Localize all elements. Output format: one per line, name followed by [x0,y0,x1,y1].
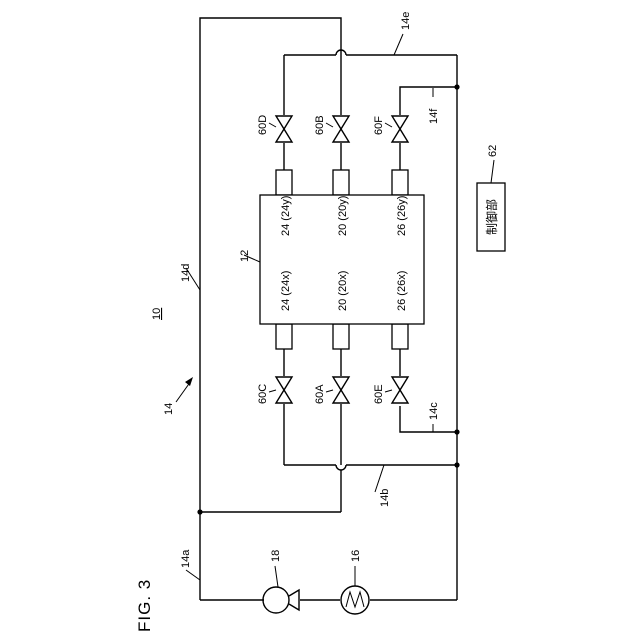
line-14e-label: 14e [400,12,412,30]
line-14d-label: 14d [180,264,192,282]
port-20y-label: 20 (20y) [337,196,349,236]
header-line-14b [284,465,457,470]
line-14a-label: 14a [180,549,192,568]
controller-ref-label: 62 [487,145,499,157]
valve-60A [333,377,349,403]
valve-60C-label: 60C [257,384,269,404]
pump-symbol [263,587,299,613]
port-26y-label: 26 (26y) [396,196,408,236]
valve-60C [276,377,292,403]
circuit-arrow [176,377,193,402]
port-20x-label: 20 (20x) [337,271,349,311]
circuit-label: 14 [163,403,175,415]
valve-60D-label: 60D [257,115,269,135]
figure-title: FIG. 3 [135,579,154,632]
system-label: 10 [151,308,163,320]
valve-60E [392,377,408,403]
heater-symbol [341,586,369,614]
valve-60A-label: 60A [314,384,326,404]
valve-60F [392,116,408,142]
controller-leader [491,160,494,183]
valve-60B [333,116,349,142]
port-26x-label: 26 (26x) [396,271,408,311]
valve-60E-label: 60E [373,384,385,404]
heater-label: 16 [350,550,362,562]
line-14b-label: 14b [379,489,391,507]
top-pipes [284,45,400,170]
line-14c-label: 14c [428,402,440,420]
line-14f-label: 14f [428,108,440,124]
header-line-14e [284,50,457,55]
port-24x-label: 24 (24x) [280,271,292,311]
controller-text: 制御部 [484,199,499,235]
pump-label: 18 [270,550,282,562]
valve-60B-label: 60B [314,115,326,135]
valve-60F-label: 60F [373,116,385,135]
unit-label: 12 [239,250,251,262]
bottom-pipes [284,349,400,465]
valve-60D [276,116,292,142]
port-24y-label: 24 (24y) [280,196,292,236]
